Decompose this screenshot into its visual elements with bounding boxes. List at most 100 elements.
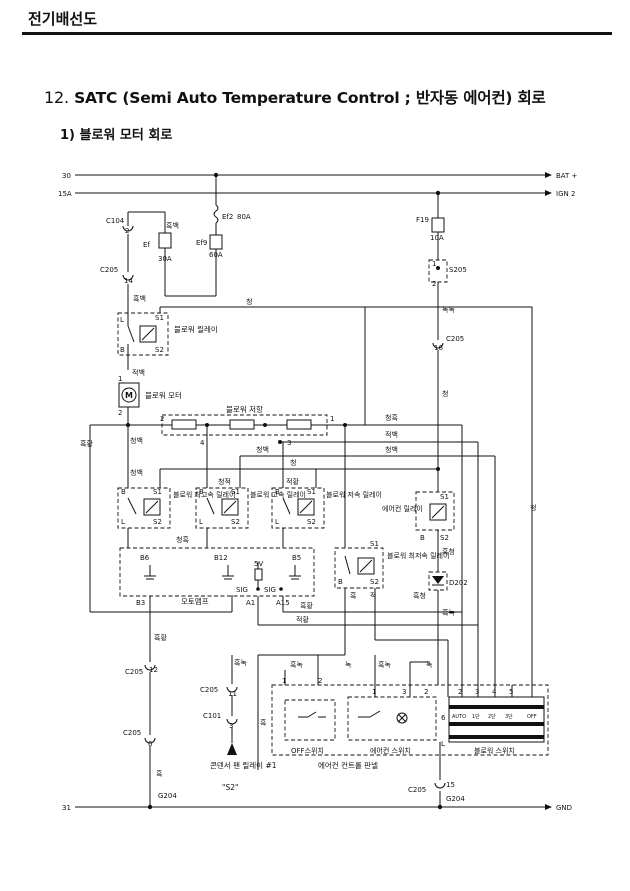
blower-mode-labels: AUTO 1단 2단 3단 OFF	[452, 713, 537, 720]
rel-lowest-s1: S1	[370, 540, 379, 548]
ef9-label: Ef9	[196, 239, 207, 247]
rel-hi-l: L	[121, 518, 125, 526]
wire-color-heuk: 흑	[350, 591, 357, 600]
blower-pin4: 4	[492, 688, 497, 696]
rel-low-b: B	[275, 488, 280, 496]
blower-relay-s2: S2	[155, 346, 164, 354]
condenser-relay-label: 콘덴서 팬 릴레이 #1	[210, 760, 277, 770]
c205-12-pin: 12	[149, 666, 158, 674]
amp-a1: A1	[246, 599, 255, 607]
wire-color-heuknok-panel: 흑녹	[290, 660, 303, 669]
resistor-label: 블로워 저항	[226, 405, 263, 414]
panel-pin6: 6	[441, 714, 446, 722]
blower-pin2: 2	[458, 688, 462, 696]
c205-16-pin: 16	[434, 344, 443, 352]
bus-bat-label: BAT +	[556, 172, 578, 180]
ef-label: Ef	[143, 241, 150, 249]
main-fuse-chain	[128, 172, 223, 297]
off-switch-label: OFF스위치	[291, 746, 324, 755]
c205-15-label: C205	[408, 786, 426, 794]
blower-pin-l: L	[441, 740, 445, 748]
ac-pin1: 1	[372, 688, 376, 696]
rel-hi-s1: S1	[153, 488, 162, 496]
header-rule	[22, 32, 612, 35]
condenser-arrow-icon	[227, 743, 237, 755]
bus-lines	[75, 172, 552, 810]
rel-high-s1: S1	[231, 488, 240, 496]
rel-hi-b: B	[121, 488, 126, 496]
section-header: 전기배선도	[28, 10, 98, 28]
wire-color-cheong2: 청	[290, 459, 296, 467]
d202-label: D202	[449, 579, 468, 587]
blower-relay-l: L	[120, 316, 124, 324]
wire-color-nok2: 녹	[426, 661, 433, 669]
blower-relay	[117, 312, 169, 370]
ign-fuse-chain	[428, 190, 448, 492]
motor-box	[118, 382, 140, 408]
wire-color-heukcheong2: 흑청	[413, 591, 426, 600]
condenser-pin-label: "S2"	[222, 783, 238, 792]
f19-label: F19	[416, 216, 429, 224]
rel-low-l: L	[275, 518, 279, 526]
wire-color-heukhwang2: 흑황	[300, 601, 313, 610]
blower-relay-label: 블로워 릴레이	[174, 324, 218, 334]
bus-30-label: 30	[62, 172, 71, 180]
ef9-rating: 60A	[209, 251, 223, 259]
res-pin1: 1	[330, 415, 334, 423]
rel-high-b: B	[199, 488, 204, 496]
s205-pin1: 1	[432, 260, 436, 268]
wire-color-heuk2: 흑	[260, 718, 267, 727]
wire-color-jeokhwang2: 적황	[296, 615, 309, 624]
control-panel	[271, 684, 549, 780]
ac-pin2: 2	[424, 688, 428, 696]
c101-pin: 3	[229, 722, 233, 730]
amp-sig1: SIG	[236, 586, 248, 594]
rel-lowest-b: B	[338, 578, 343, 586]
wire-color-cheongbaek-mid: 청백	[256, 445, 269, 454]
s205-label: S205	[449, 266, 467, 274]
bus-31-label: 31	[62, 804, 71, 812]
rel-ac-s1: S1	[440, 493, 449, 501]
wire-color-heukcheong: 흑청	[442, 547, 455, 556]
c205-14-connector	[122, 274, 134, 281]
c205-12-label: C205	[125, 668, 143, 676]
bus-gnd-label: GND	[556, 804, 572, 812]
c205-14-label: C205	[100, 266, 118, 274]
panel-pin2: 2	[318, 677, 322, 685]
rel-ac-b: B	[420, 534, 425, 542]
svg-text:2단: 2단	[488, 713, 496, 720]
wire-color-jeokbaek: 적백	[132, 368, 145, 377]
ef-rating: 30A	[158, 255, 172, 263]
g204-left: G204	[158, 792, 177, 800]
panel-pin1: 1	[282, 677, 286, 685]
rel-ac-label: 에어컨 릴레이	[382, 504, 423, 513]
motor-pin1: 1	[118, 375, 122, 383]
amp-b3: B3	[136, 599, 145, 607]
c205-15-pin: 15	[446, 781, 455, 789]
rel-low-s1: S1	[307, 488, 316, 496]
blower-relay-b: B	[120, 346, 125, 354]
wire-color-heukbaek2: 흑백	[133, 294, 146, 303]
blower-pin3: 3	[475, 688, 479, 696]
ac-switch-label: 에어컨 스위치	[370, 746, 411, 755]
rel-high-label: 블로워 고속 릴레이	[250, 490, 306, 499]
wire-color-seokbaek: 적백	[385, 430, 398, 439]
bus-ign-label: IGN 2	[556, 190, 575, 198]
wire-color-heukbaek-top: 흑백	[166, 221, 179, 230]
amp-sig2: SIG	[264, 586, 276, 594]
c205-11-label: C205	[200, 686, 218, 694]
blower-resistor	[126, 414, 347, 436]
res-pin4: 4	[200, 439, 205, 447]
svg-text:3단: 3단	[505, 713, 513, 720]
title-text: SATC (Semi Auto Temperature Control ; 반자…	[74, 89, 546, 107]
amp-label: 오토앰프	[181, 597, 209, 606]
res-pin3: 3	[287, 439, 291, 447]
relay-high	[195, 487, 249, 529]
res-pin2: 2	[160, 415, 164, 423]
wire-color-cheong3: 청	[442, 390, 448, 398]
svg-text:1단: 1단	[472, 713, 480, 720]
amp-b5: B5	[292, 554, 301, 562]
wire-color-heukhwang3: 흑황	[154, 633, 167, 642]
ef2-label: Ef2	[222, 213, 233, 221]
